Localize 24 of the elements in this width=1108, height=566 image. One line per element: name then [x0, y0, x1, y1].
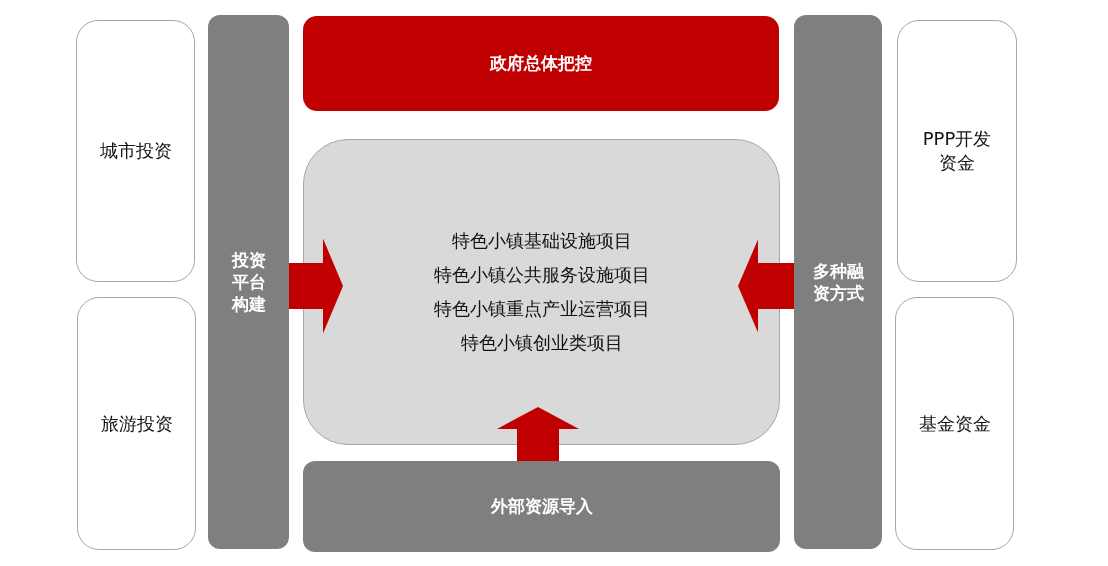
rounded-box [895, 297, 1014, 550]
box-label: 旅游投资 [100, 411, 173, 436]
project-item: 特色小镇基础设施项目 [451, 229, 632, 253]
project-item: 特色小镇公共服务设施项目 [433, 263, 650, 287]
box-label: 城市投资 [99, 139, 172, 163]
footer-bar [303, 461, 780, 552]
block-arrow [738, 239, 794, 333]
header-banner [303, 16, 779, 111]
rounded-box [897, 20, 1017, 282]
project-panel [303, 139, 780, 445]
footer-label: 外部资源导入 [490, 494, 593, 518]
box-label: 基金资金 [918, 411, 991, 436]
project-item: 特色小镇创业类项目 [460, 331, 623, 355]
side-bar [794, 15, 882, 549]
bar-label: 多种融资方式 [811, 260, 865, 304]
rounded-box [77, 297, 196, 550]
block-arrow [497, 407, 579, 461]
block-arrow [289, 238, 343, 334]
bar-label: 投资平台构建 [230, 249, 267, 315]
rounded-box [76, 20, 195, 282]
banner-label: 政府总体把控 [490, 51, 592, 75]
project-item: 特色小镇重点产业运营项目 [433, 297, 650, 321]
side-bar [208, 15, 289, 549]
box-label: PPP开发资金 [921, 127, 993, 175]
